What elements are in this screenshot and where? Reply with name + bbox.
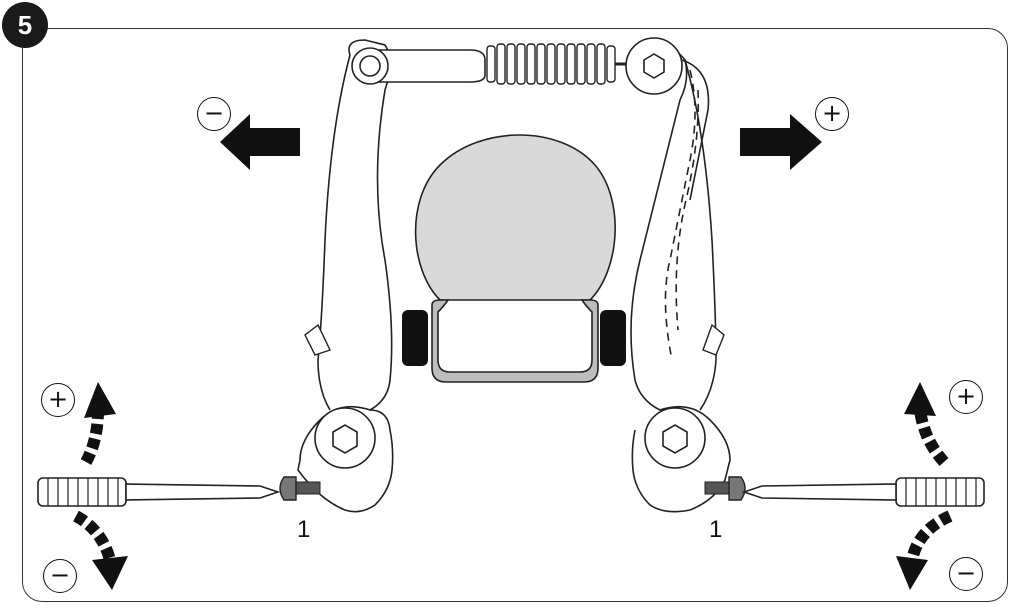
minus-sign-left: −: [43, 559, 77, 593]
plus-sign-top-right: +: [815, 97, 849, 131]
left-screwdriver: [37, 477, 281, 507]
rim: [431, 299, 599, 383]
left-brake-pad: [402, 310, 428, 366]
right-rotate-down-icon: [896, 510, 953, 590]
left-tension-screw: [279, 476, 321, 501]
right-brake-arm: [630, 43, 731, 513]
panel-frame: [22, 28, 1008, 602]
right-screwdriver: [741, 477, 985, 507]
arrow-right-icon: [740, 114, 822, 170]
left-pivot: [314, 407, 376, 469]
left-rotate-up-icon: [80, 382, 116, 465]
arrow-left-icon: [220, 114, 300, 170]
noodle: [368, 49, 486, 83]
plus-sign-right: +: [949, 380, 983, 414]
right-brake-pad: [600, 310, 626, 366]
step-badge: 5: [2, 2, 48, 48]
minus-sign-top-left: −: [197, 97, 231, 131]
tire: [414, 134, 616, 301]
cable-boot: [486, 43, 616, 85]
callout-right-screw: 1: [709, 516, 723, 543]
plus-sign-left: +: [41, 383, 75, 417]
minus-sign-right: −: [949, 557, 983, 591]
callout-left-screw: 1: [297, 516, 311, 543]
right-rotate-up-icon: [904, 382, 949, 467]
left-rotate-down-icon: [72, 510, 128, 590]
right-pivot: [644, 407, 706, 469]
